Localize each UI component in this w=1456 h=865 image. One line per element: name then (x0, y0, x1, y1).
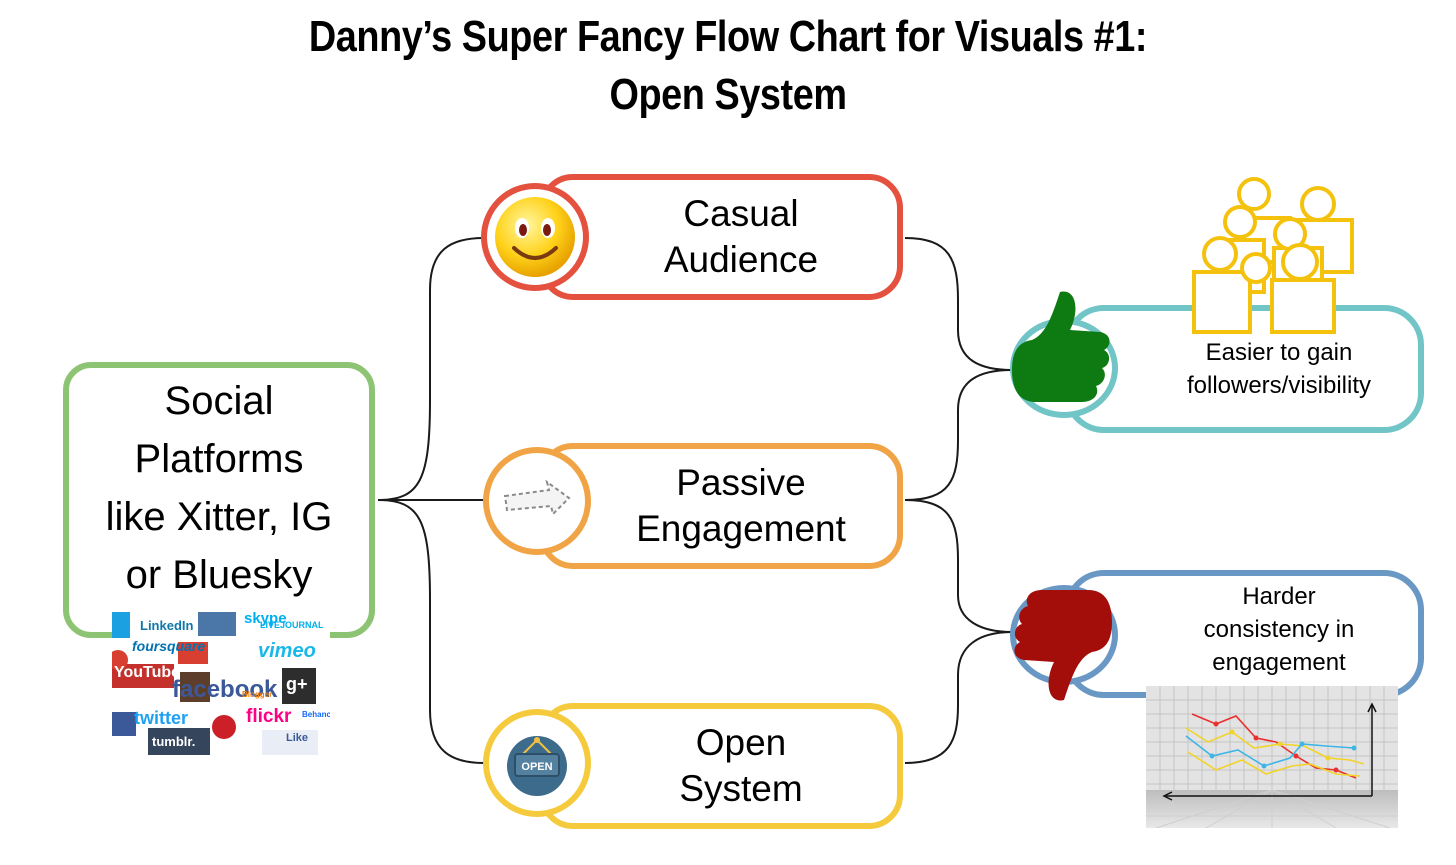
harder-label: Harder consistency in engagement (1203, 582, 1355, 676)
diagram-title: Danny’s Super Fancy Flow Chart for Visua… (102, 8, 1354, 124)
collage-word-behance: Behance (302, 710, 330, 719)
root-node-label: Social Platforms like Xitter, IG or Blue… (105, 379, 333, 597)
dashed-arrow-icon (503, 479, 571, 516)
collage-word-flickr: flickr (246, 706, 292, 727)
connector-passive-harder (904, 499, 1013, 633)
collage-word-like: Like (286, 732, 309, 744)
open-system-label: Open System (679, 722, 803, 809)
line-chart-icon (1146, 686, 1398, 828)
smiley-face-icon (495, 197, 575, 277)
open-system-icon-circle: OPEN (483, 709, 591, 817)
collage-word-facebook: facebook (172, 676, 278, 703)
thumbs-up-icon (1012, 291, 1110, 402)
collage-tiles (112, 612, 330, 755)
casual-audience-icon-circle (481, 183, 589, 291)
node-passive-engagement: Passive Engagement (539, 443, 903, 569)
collage-word-skype: skype (244, 612, 287, 627)
title-line-2: Open System (609, 70, 847, 119)
open-sign-icon: OPEN (507, 736, 567, 796)
passive-engagement-label: Passive Engagement (636, 462, 846, 549)
collage-word-linkedin: LinkedIn (140, 618, 194, 633)
collage-word-vimeo: vimeo (258, 640, 316, 662)
connector-casual-easier (904, 237, 1013, 371)
collage-word-blogger: Blogger (242, 690, 273, 699)
connector-root-casual (377, 237, 485, 501)
people-group-icon (1192, 177, 1354, 334)
collage-word-foursquare: foursquare (132, 638, 206, 654)
node-open-system: Open System (539, 703, 903, 829)
collage-word-twitter: twitter (134, 708, 188, 728)
root-node-social-platforms: Social Platforms like Xitter, IG or Blue… (63, 362, 375, 638)
collage-word-youtube: YouTube (114, 664, 181, 681)
thumbs-down-icon (1014, 590, 1112, 701)
connector-open-harder (904, 631, 1013, 764)
node-casual-audience: Casual Audience (539, 174, 903, 300)
collage-word-tumblr: tumblr. (152, 734, 196, 749)
collage-word-gplus: g+ (286, 674, 308, 694)
svg-text:OPEN: OPEN (521, 761, 552, 773)
connector-root-open (377, 499, 485, 764)
connector-passive-easier (904, 369, 1013, 501)
node-harder-consistency: Harder consistency in engagement (1064, 570, 1424, 698)
casual-audience-label: Casual Audience (663, 193, 819, 280)
social-media-logos-collage: LinkedIn foursquare LIVEJOURNAL vimeo Yo… (112, 612, 330, 755)
collage-word-livejournal: LIVEJOURNAL (260, 620, 324, 630)
title-line-1: Danny’s Super Fancy Flow Chart for Visua… (308, 12, 1148, 61)
easier-label: Easier to gain followers/visibility (1186, 339, 1372, 399)
passive-engagement-icon-circle (483, 447, 591, 555)
line-chart-graphic (1146, 686, 1398, 828)
